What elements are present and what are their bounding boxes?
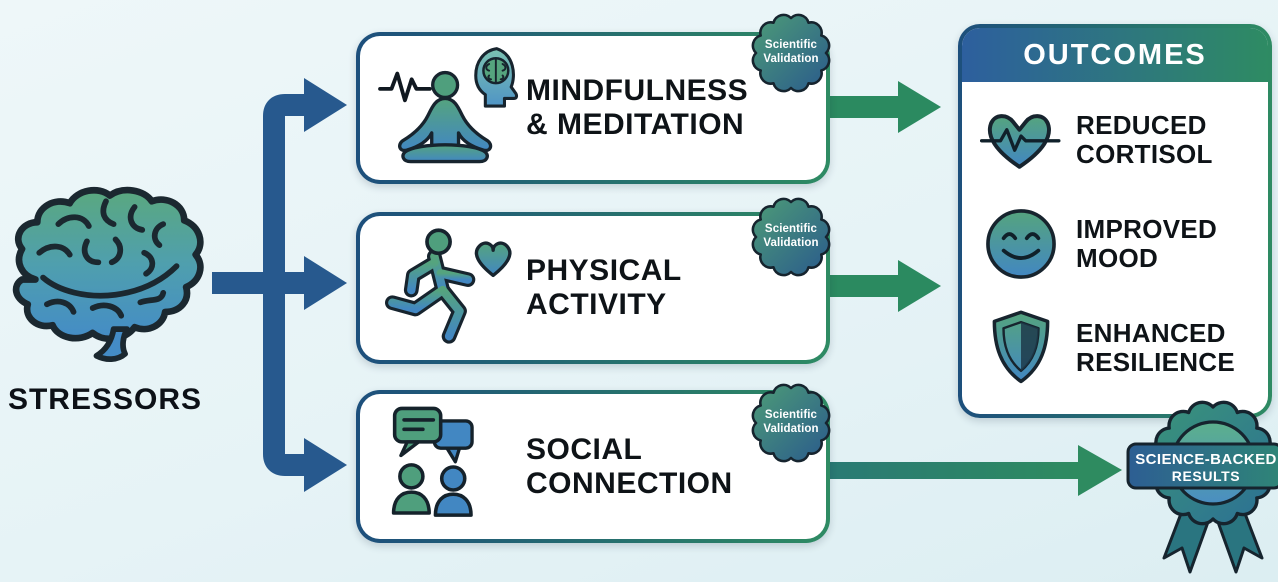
- scientific-validation-badge: Scientific Validation: [748, 380, 834, 466]
- scientific-validation-badge: Scientific Validation: [748, 10, 834, 96]
- outcome-enhanced-resilience: ENHANCED RESILIENCE: [980, 304, 1260, 392]
- head-brain-glyph: [474, 47, 519, 108]
- box-title: SOCIAL CONNECTION: [526, 432, 733, 500]
- box-social-connection: SOCIAL CONNECTION: [356, 390, 830, 543]
- box-physical-activity: PHYSICAL ACTIVITY: [356, 212, 830, 364]
- box-title: PHYSICAL ACTIVITY: [526, 254, 682, 321]
- person-blue: [433, 464, 473, 517]
- blue-branch-arrows: [212, 78, 347, 492]
- box-mindfulness-meditation: MINDFULNESS & MEDITATION: [356, 32, 830, 184]
- seal-text-line2: RESULTS: [1172, 468, 1241, 484]
- green-outcome-arrows: [830, 81, 1122, 496]
- heart-ekg-icon: [980, 96, 1062, 184]
- meditation-icon: [374, 41, 522, 175]
- brain-icon: [12, 186, 204, 362]
- heart-glyph: [474, 241, 512, 278]
- speech-bubble-green: [392, 406, 443, 457]
- seal-text-line1: SCIENCE-BACKED: [1135, 451, 1276, 468]
- outcome-reduced-cortisol: REDUCED CORTISOL: [980, 96, 1260, 184]
- speech-bubble-blue: [432, 418, 474, 463]
- outcomes-title: OUTCOMES: [962, 28, 1268, 82]
- science-backed-results-seal: SCIENCE-BACKED RESULTS: [1126, 400, 1278, 574]
- box-title: MINDFULNESS & MEDITATION: [526, 74, 749, 141]
- outcome-improved-mood: IMPROVED MOOD: [980, 200, 1260, 288]
- stressors-label: STRESSORS: [7, 383, 203, 416]
- outcomes-panel: OUTCOMES REDUCED CORTISOL: [958, 24, 1272, 418]
- smiley-icon: [980, 200, 1062, 288]
- runner-heart-icon: [374, 221, 522, 355]
- people-chat-icon: [374, 400, 522, 534]
- person-green: [391, 462, 431, 515]
- shield-icon: [980, 304, 1062, 392]
- scientific-validation-badge: Scientific Validation: [748, 194, 834, 280]
